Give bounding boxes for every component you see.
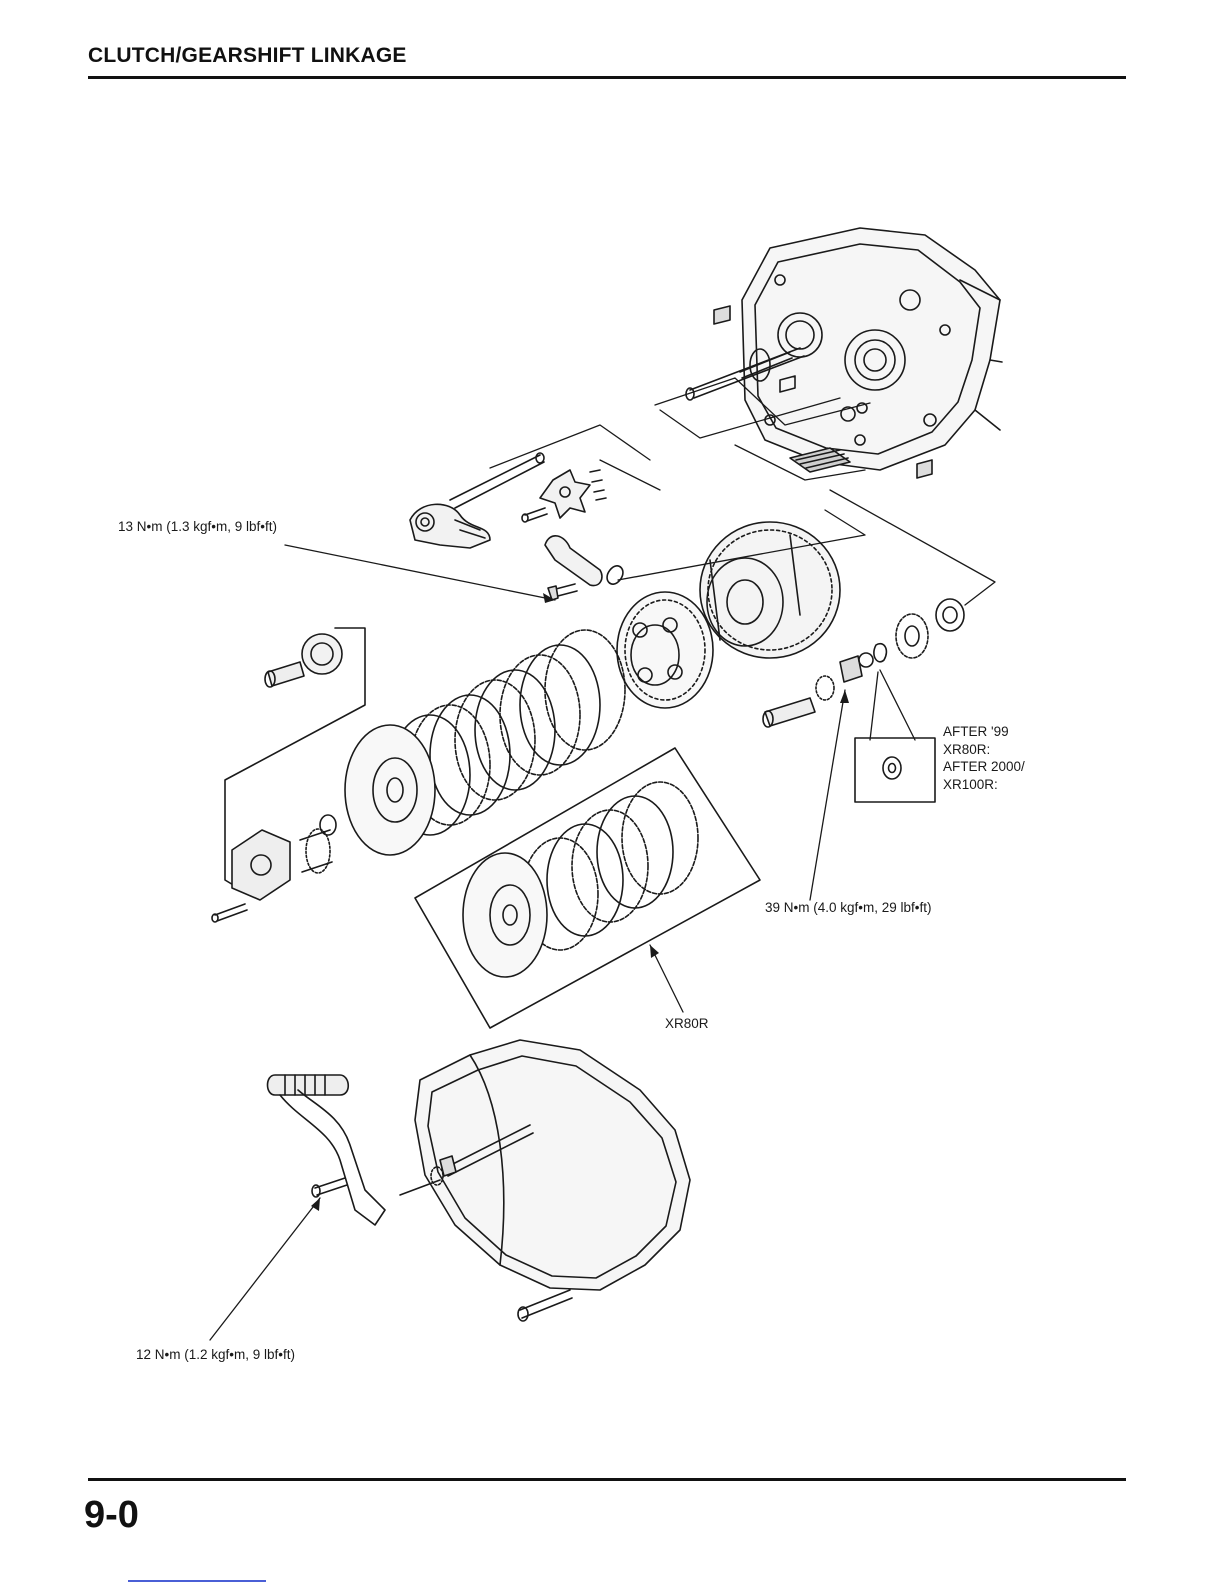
stopper-arm <box>545 536 623 600</box>
washer-note-line: AFTER 2000/ <box>943 758 1025 776</box>
torque-label-shift-bolt: 13 N•m (1.3 kgf•m, 9 lbf•ft) <box>118 519 277 534</box>
right-crankcase-cover <box>400 1040 690 1321</box>
clutch-outer <box>700 522 840 658</box>
washer-note-line: XR80R: <box>943 741 1025 759</box>
kickstarter-pedal <box>268 1075 386 1225</box>
page-number: 9-0 <box>84 1494 139 1537</box>
washer-note: AFTER '99 XR80R: AFTER 2000/ XR100R: <box>943 723 1025 793</box>
crankcase <box>686 228 1002 478</box>
model-label-xr80r: XR80R <box>665 1016 709 1031</box>
torque-label-lock-nut: 39 N•m (4.0 kgf•m, 29 lbf•ft) <box>765 900 931 915</box>
washer-note-line: XR100R: <box>943 776 1025 794</box>
torque-label-kick-bolt: 12 N•m (1.2 kgf•m, 9 lbf•ft) <box>136 1347 295 1362</box>
gearshift-spindle <box>410 453 544 548</box>
xr80r-variant-box <box>415 748 760 1028</box>
shift-drum-cam <box>522 470 606 522</box>
footer-rule <box>88 1478 1126 1481</box>
washer-note-line: AFTER '99 <box>943 723 1025 741</box>
clutch-center <box>617 592 713 708</box>
pressure-plate <box>345 725 435 855</box>
washer-detail-box <box>855 738 935 802</box>
bottom-accent-line <box>128 1580 266 1582</box>
lifter-plate <box>212 815 336 922</box>
